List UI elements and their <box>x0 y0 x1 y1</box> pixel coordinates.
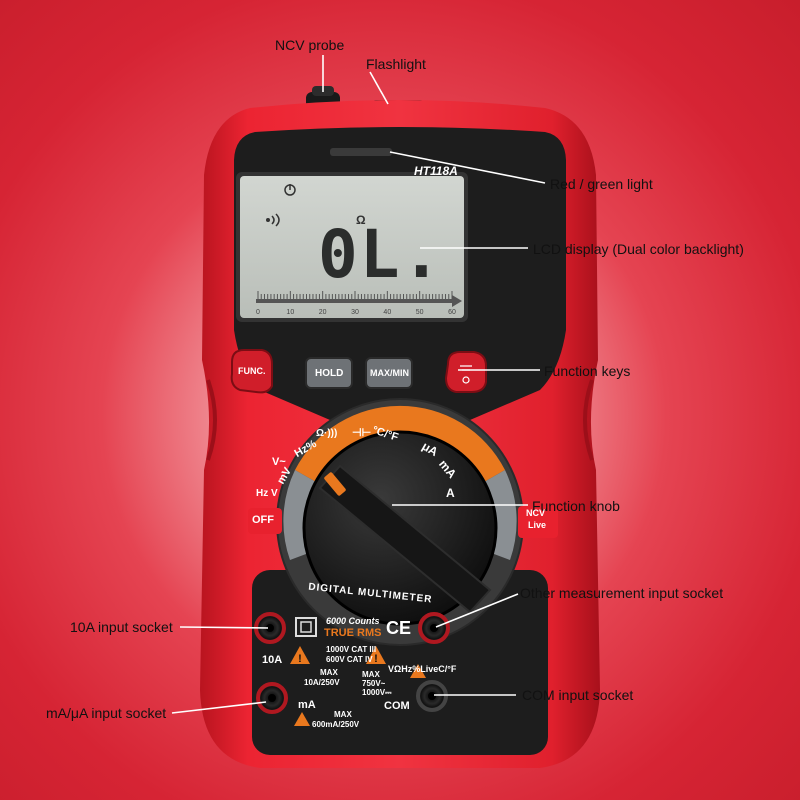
panel-cat-1: 1000V CAT III <box>326 645 377 654</box>
dial-hz-volt: Hz V <box>256 488 278 499</box>
light-button[interactable] <box>444 351 487 393</box>
callout-ma-socket: mA/μA input socket <box>46 705 167 721</box>
lcd-scale-tick-label: 10 <box>286 309 294 316</box>
warning-icon-v <box>410 664 426 678</box>
panel-ce-mark: CE <box>386 618 412 638</box>
lcd-scale-tick-label: 20 <box>319 309 327 316</box>
ce-mark-box <box>295 617 317 637</box>
dial-capacitance: ⊣⊢ <box>352 427 372 439</box>
func-button-label: FUNC. <box>238 366 266 376</box>
panel-counts: 6000 Counts <box>326 616 380 626</box>
socket-com[interactable] <box>416 680 448 712</box>
panel-com-label: COM <box>384 700 410 712</box>
power-icon <box>284 184 296 196</box>
panel-ma-rating: 600mA/250V <box>312 720 360 729</box>
callout-lines <box>171 55 546 714</box>
lcd-analog-scale: 0 10 20 30 40 50 60 <box>256 291 462 316</box>
warning-icon-left: ! <box>290 646 310 665</box>
callout-lcd-display: LCD display (Dual color backlight) <box>533 241 744 257</box>
panel-cat-2: 600V CAT IV <box>326 655 373 664</box>
svg-text:!: ! <box>374 653 378 665</box>
dial-amp: A <box>446 486 455 500</box>
lcd-scale-tick-label: 30 <box>351 309 359 316</box>
callout-function-keys: Function keys <box>544 363 631 379</box>
panel-v-ac: 750V~ <box>362 679 386 688</box>
panel-v-label: VΩHz%LiveC/°F <box>388 664 457 674</box>
maxmin-button[interactable] <box>365 357 413 389</box>
red-green-light <box>330 148 392 156</box>
lcd-screen: 0 10 20 30 40 50 60 <box>236 172 468 322</box>
callout-other-socket: Other measurement input socket <box>520 585 724 601</box>
warning-icon-ma <box>294 712 310 726</box>
callout-10a-socket: 10A input socket <box>70 619 173 635</box>
panel-10a-rating: 10A/250V <box>304 678 340 687</box>
ncv-tab <box>518 506 558 538</box>
lcd-scale-tick-label: 40 <box>383 309 391 316</box>
lcd-reading: 0L. <box>318 216 444 293</box>
model-label: HT118A <box>414 164 458 178</box>
socket-ma-ua[interactable] <box>256 682 288 714</box>
callout-com-socket: COM input socket <box>522 687 634 703</box>
dial-live: Live <box>528 520 547 530</box>
callout-function-knob: Function knob <box>532 498 620 514</box>
dial-volt-ac: V~ <box>272 456 286 468</box>
panel-ma-label: mA <box>298 699 316 711</box>
dial-ohm-continuity: Ω·))) <box>316 428 338 439</box>
lcd-scale-tick-label: 0 <box>256 309 260 316</box>
function-knob[interactable] <box>302 430 498 626</box>
lcd-scale-tick-label: 60 <box>448 309 456 316</box>
svg-text:!: ! <box>298 653 302 665</box>
hold-button-label: HOLD <box>315 368 344 379</box>
hold-button[interactable] <box>305 357 353 389</box>
lcd-scale-tick-label: 50 <box>416 309 424 316</box>
maxmin-button-label: MAX/MIN <box>370 368 409 378</box>
panel-true-rms: TRUE RMS <box>324 627 382 639</box>
dial-ncv: NCV <box>526 508 546 518</box>
socket-other[interactable] <box>418 612 450 644</box>
off-tab <box>248 508 282 534</box>
dial-off: OFF <box>252 514 274 526</box>
panel-ma-max: MAX <box>334 710 352 719</box>
func-button[interactable] <box>230 349 273 394</box>
callout-ncv-probe: NCV probe <box>275 37 345 53</box>
callout-red-green-light: Red / green light <box>550 176 653 192</box>
panel-v-dc: 1000V⎓ <box>362 688 392 697</box>
panel-v-max: MAX <box>362 670 380 679</box>
callout-flashlight: Flashlight <box>366 56 426 72</box>
lcd-unit: Ω <box>356 213 366 227</box>
warning-icon-right: ! <box>366 646 386 665</box>
continuity-icon <box>266 213 280 227</box>
panel-10a-label: 10A <box>262 654 283 666</box>
panel-10a-max: MAX <box>320 668 338 677</box>
